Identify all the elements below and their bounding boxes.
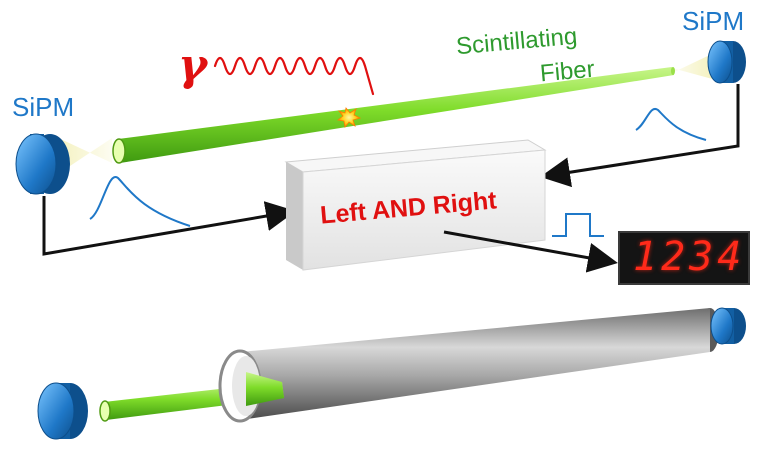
sipm-left-icon bbox=[15, 133, 70, 195]
pulse-left-icon bbox=[89, 176, 191, 227]
scintillating-fiber bbox=[118, 67, 674, 163]
fiber-label-line2: Fiber bbox=[538, 55, 596, 88]
sipm-bottom-left-icon bbox=[37, 382, 88, 440]
right-light-cone bbox=[672, 52, 716, 80]
scintillation-flash-icon bbox=[337, 107, 362, 128]
gamma-symbol: γ bbox=[178, 40, 208, 91]
fiber-end-right bbox=[671, 67, 675, 75]
gamma-wave-icon bbox=[213, 56, 375, 96]
right-signal-line bbox=[540, 84, 740, 188]
fiber-in-tube bbox=[246, 372, 284, 406]
sipm-right-icon bbox=[707, 40, 746, 84]
tube-body bbox=[240, 308, 710, 420]
sipm-right-label: SiPM bbox=[682, 6, 745, 36]
counter-value: 1234 bbox=[633, 234, 746, 280]
sipm-bottom-right-icon bbox=[710, 307, 746, 345]
counter-display bbox=[618, 231, 750, 285]
output-line bbox=[443, 230, 618, 273]
fiber-end-left bbox=[112, 138, 126, 164]
sipm-left-label: SiPM bbox=[12, 92, 75, 122]
left-signal-line bbox=[42, 196, 296, 256]
square-pulse-icon bbox=[552, 213, 604, 237]
pulse-right-icon bbox=[635, 107, 707, 141]
fiber-bottom-end bbox=[99, 400, 111, 422]
